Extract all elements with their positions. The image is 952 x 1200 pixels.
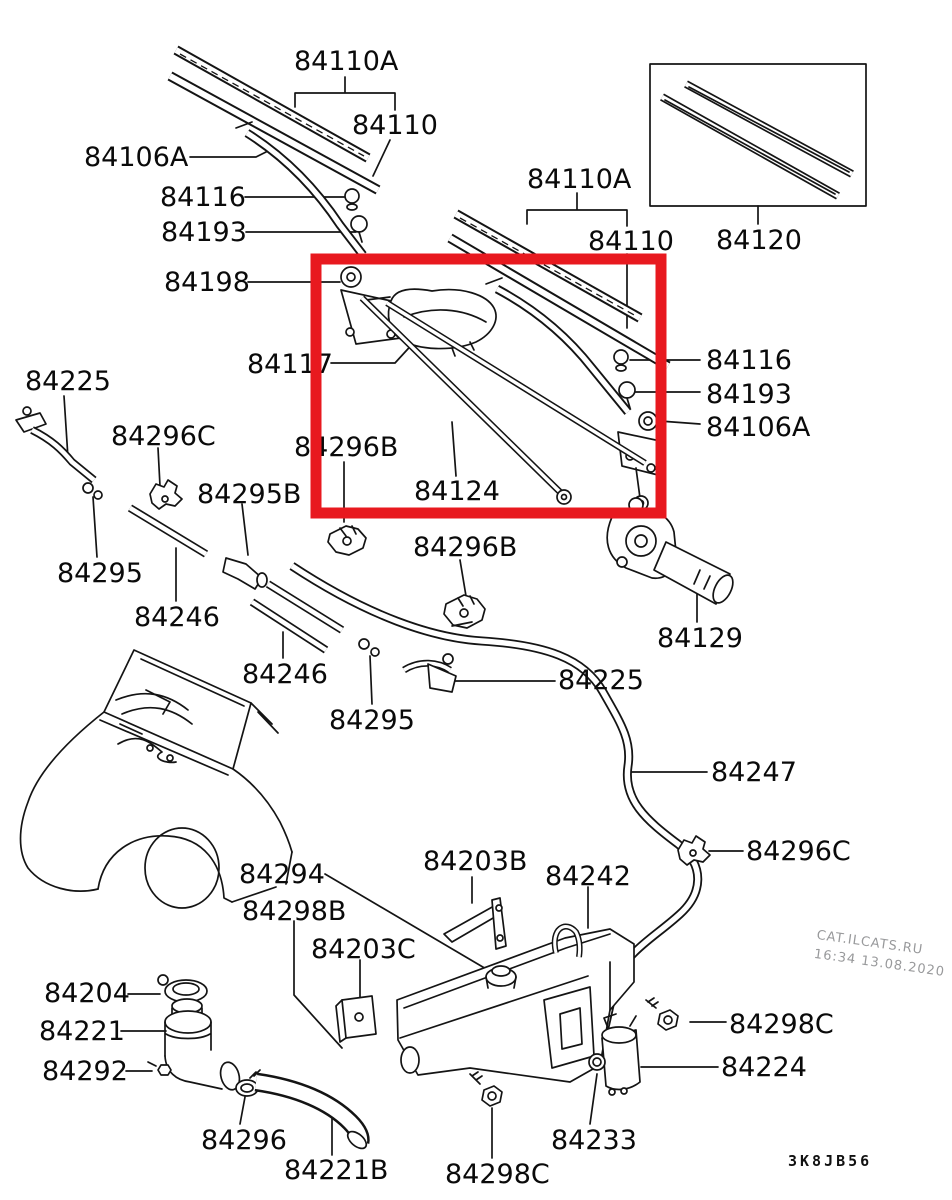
wiper-blade-left-drawing — [167, 45, 381, 195]
part-label-84124: 84124 — [414, 476, 500, 507]
part-label-84296: 84296 — [201, 1125, 287, 1156]
part-label-84225-2: 84225 — [558, 665, 644, 696]
part-label-84295b: 84295B — [197, 479, 302, 510]
part-label-84221: 84221 — [39, 1016, 125, 1047]
part-label-84246-2: 84246 — [242, 659, 328, 690]
part-label-84292: 84292 — [42, 1056, 128, 1087]
part-label-84298c-right: 84298C — [729, 1009, 834, 1040]
part-label-84221b: 84221B — [284, 1155, 389, 1186]
hose-clips-drawing — [149, 479, 711, 866]
part-label-84110-1: 84110 — [352, 110, 438, 141]
part-label-84203b: 84203B — [423, 846, 528, 877]
part-label-84242: 84242 — [545, 861, 631, 892]
part-label-84225-1: 84225 — [25, 366, 111, 397]
part-label-84129: 84129 — [657, 623, 743, 654]
part-label-84106a-1: 84106A — [84, 142, 189, 173]
part-label-84296b-1: 84296B — [294, 432, 399, 463]
part-label-84296c-1: 84296C — [111, 421, 216, 452]
part-label-84296b-2: 84296B — [413, 532, 518, 563]
part-label-84116-1: 84116 — [160, 182, 246, 213]
part-label-84198: 84198 — [164, 267, 250, 298]
part-label-84295-1: 84295 — [57, 558, 143, 589]
screw-bolts-drawing — [469, 997, 679, 1107]
part-label-84203c: 84203C — [311, 934, 416, 965]
part-label-84193-2: 84193 — [706, 379, 792, 410]
washer-nozzle-left-drawing — [15, 406, 457, 693]
part-label-84120: 84120 — [716, 225, 802, 256]
part-label-84110a-2: 84110A — [527, 164, 632, 195]
part-label-84298c-bottom: 84298C — [445, 1159, 550, 1190]
wiper-motor-drawing — [606, 497, 734, 605]
part-label-84296c-2: 84296C — [746, 836, 851, 867]
part-label-84193-1: 84193 — [161, 217, 247, 248]
tank-brackets-drawing — [335, 897, 507, 1043]
washer-pump-left-drawing — [147, 974, 370, 1150]
part-label-84117: 84117 — [247, 349, 333, 380]
vehicle-sketch-drawing — [19, 649, 293, 909]
part-label-84298b: 84298B — [242, 896, 347, 927]
part-label-84233: 84233 — [551, 1125, 637, 1156]
part-label-84110a-1: 84110A — [294, 46, 399, 77]
part-label-84294: 84294 — [239, 859, 325, 890]
part-label-84116-2: 84116 — [706, 345, 792, 376]
part-label-84246-1: 84246 — [134, 602, 220, 633]
washer-pump-right-drawing — [588, 1013, 641, 1096]
part-label-84224: 84224 — [721, 1052, 807, 1083]
part-label-84204: 84204 — [44, 978, 130, 1009]
part-label-84247: 84247 — [711, 757, 797, 788]
part-label-84106a-2: 84106A — [706, 412, 811, 443]
part-label-84110-2: 84110 — [588, 226, 674, 257]
plate-code: 3K8JB56 — [788, 1152, 873, 1170]
refill-box-drawing — [649, 63, 867, 207]
part-label-84295-2: 84295 — [329, 705, 415, 736]
